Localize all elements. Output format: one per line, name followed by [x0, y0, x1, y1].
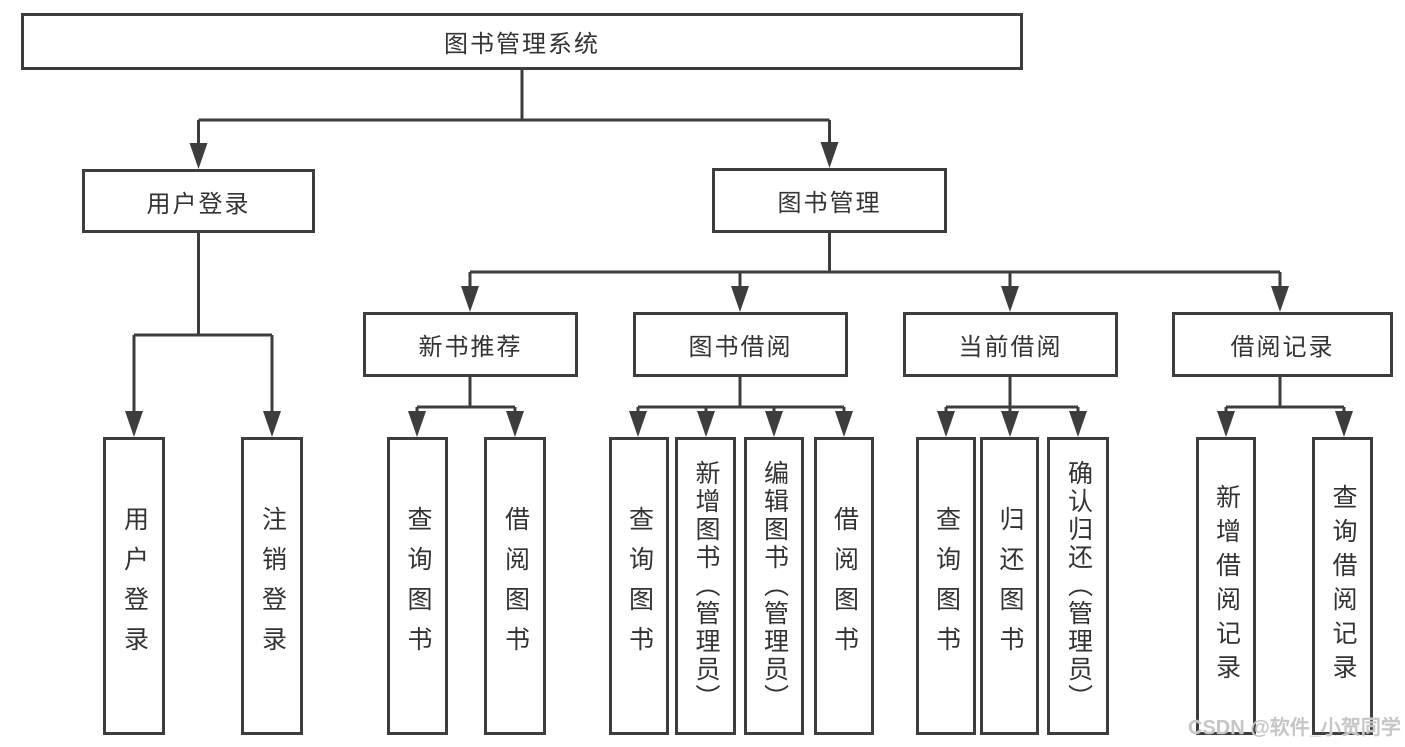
leaf-add-borrow-record: 新增借阅记录 [1196, 437, 1256, 735]
leaf-query-books-borrowing: 查询图书 [609, 437, 669, 735]
leaf-user-login: 用户登录 [103, 437, 165, 735]
node-current-borrowing: 当前借阅 [903, 312, 1118, 377]
leaf-add-book-admin: 新增图书（管理员） [675, 437, 736, 735]
leaf-query-books-current: 查询图书 [916, 437, 976, 735]
node-borrowing-records: 借阅记录 [1172, 312, 1393, 377]
leaf-confirm-return-admin: 确认归还（管理员） [1047, 437, 1109, 735]
leaf-return-book: 归还图书 [980, 437, 1039, 735]
leaf-borrow-books: 借阅图书 [814, 437, 874, 735]
leaf-query-borrow-record: 查询借阅记录 [1312, 437, 1373, 735]
node-new-book-recommend: 新书推荐 [363, 312, 578, 377]
arrowheads [125, 142, 1353, 437]
node-user-login: 用户登录 [82, 169, 315, 233]
csdn-watermark: CSDN @软件_小贺同学 [1188, 717, 1401, 739]
node-book-borrowing: 图书借阅 [633, 312, 848, 377]
node-root-library-system: 图书管理系统 [21, 13, 1023, 70]
leaf-edit-book-admin: 编辑图书（管理员） [744, 437, 804, 735]
node-book-management: 图书管理 [712, 168, 947, 233]
leaf-query-books-recommend: 查询图书 [387, 437, 448, 735]
leaf-logout: 注销登录 [241, 437, 303, 735]
leaf-borrow-books-recommend: 借阅图书 [484, 437, 546, 735]
